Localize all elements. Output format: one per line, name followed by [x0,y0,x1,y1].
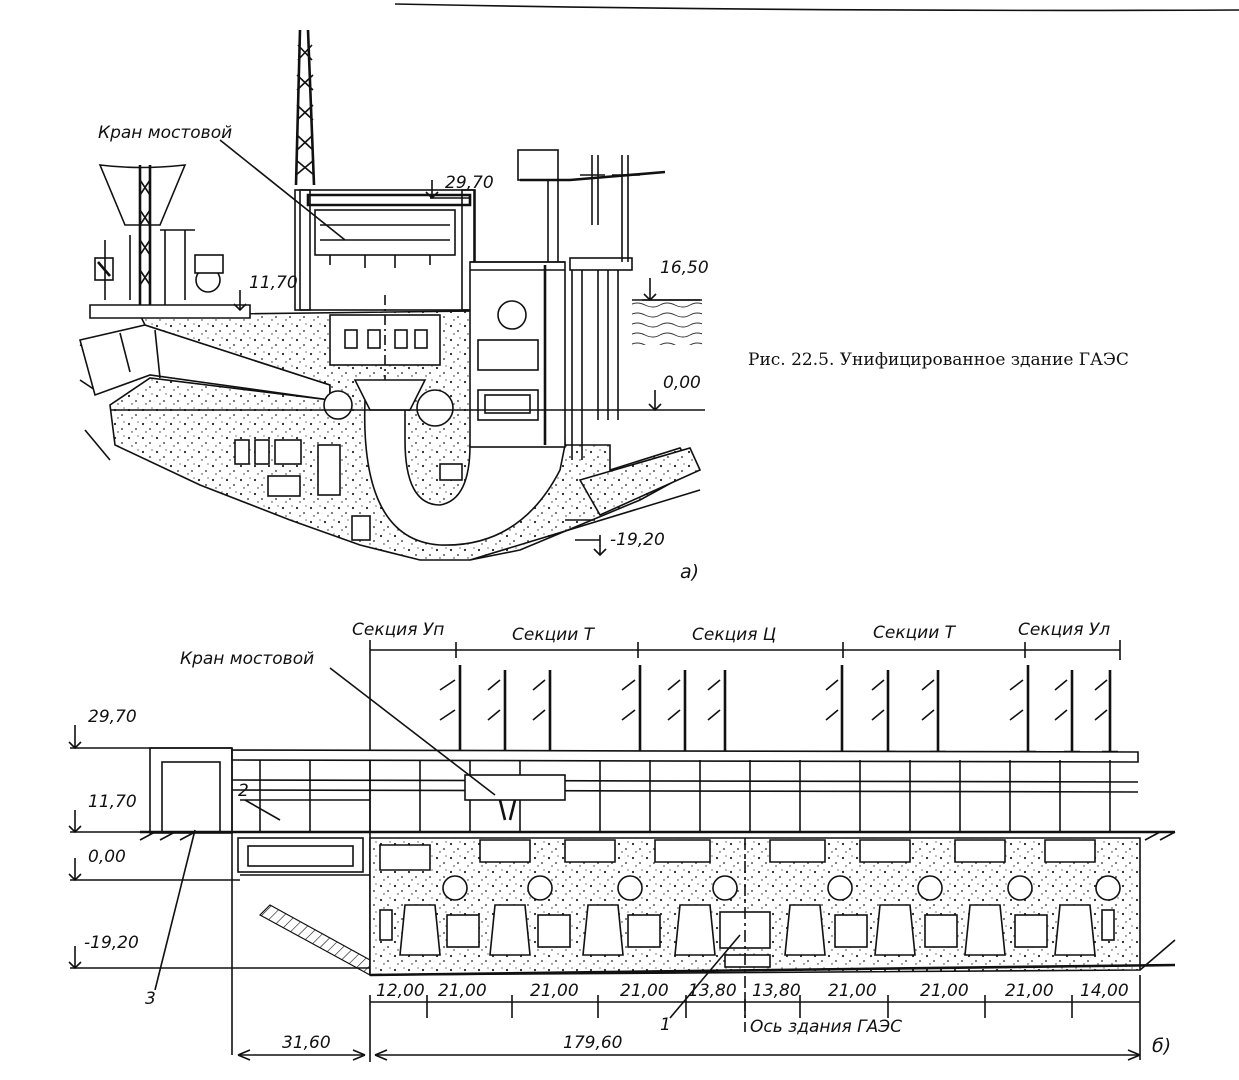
dim-21-00-2: 21,00 [530,981,579,1001]
dim-12-00: 12,00 [376,981,425,1001]
elev-b-11-70: 11,70 [88,792,137,812]
elev-b-0-00: 0,00 [88,847,126,867]
dim-21-00-6: 21,00 [1005,981,1054,1001]
callout-3: 3 [145,989,156,1009]
elev-b-minus-19-20: -19,20 [84,933,139,953]
panel-letter-b: б) [1152,1035,1171,1057]
view-a-cross-section: 29,70 16,50 11,70 0,00 -19,20 Кран мосто… [79,29,709,583]
view-b-longitudinal-section: Секция Уп Секции Т Секция Ц Секции Т Сек… [68,620,1176,1062]
dim-21-00-5: 21,00 [920,981,969,1001]
elev-a-29-70: 29,70 [445,173,494,193]
draft-tube [363,399,566,546]
crane-label-a: Кран мостовой [98,123,232,143]
dimension-chain [369,975,1141,1062]
bridge-crane-b [464,774,566,801]
crane-label-b: Кран мостовой [180,649,314,669]
elev-a-11-70: 11,70 [249,273,298,293]
callout-2: 2 [238,781,249,801]
elev-a-minus-19-20: -19,20 [610,530,665,550]
gantry-crane-left [89,164,251,319]
dim-21-00-3: 21,00 [620,981,669,1001]
bridge-crane-a [314,209,456,256]
elevation-markers-b [68,725,370,970]
section-ul: Секция Ул [1018,620,1110,640]
spiral-case [416,389,454,427]
scan-border-line [394,3,1239,12]
panel-letter-a: а) [680,561,699,583]
tailwater [632,300,702,345]
transmission-tower-a [294,29,316,186]
section-t-right: Секции Т [873,623,957,643]
axis-label: Ось здания ГАЭС [750,1017,902,1037]
dim-21-00-4: 21,00 [828,981,877,1001]
elev-b-29-70: 29,70 [88,707,137,727]
dim-179-60: 179,60 [563,1033,622,1053]
dim-13-80-2: 13,80 [752,981,801,1001]
callout-1: 1 [660,1015,671,1035]
generator-units [379,839,1121,901]
elevation-markers-a [110,180,705,557]
dim-31-60: 31,60 [282,1033,331,1053]
dim-21-00-1: 21,00 [438,981,487,1001]
figure-caption: Рис. 22.5. Унифицированное здание ГАЭС [748,350,1129,370]
elev-a-0-00: 0,00 [663,373,701,393]
transmission-poles [439,665,1118,754]
dim-14-00: 14,00 [1080,981,1129,1001]
section-t-left: Секции Т [512,625,596,645]
section-ts: Секция Ц [692,625,776,645]
roof-slab [231,749,1139,763]
dim-13-80-1: 13,80 [688,981,737,1001]
gantry-crane-right [517,149,666,262]
elev-a-16-50: 16,50 [660,258,709,278]
section-up: Секция Уп [352,620,444,640]
